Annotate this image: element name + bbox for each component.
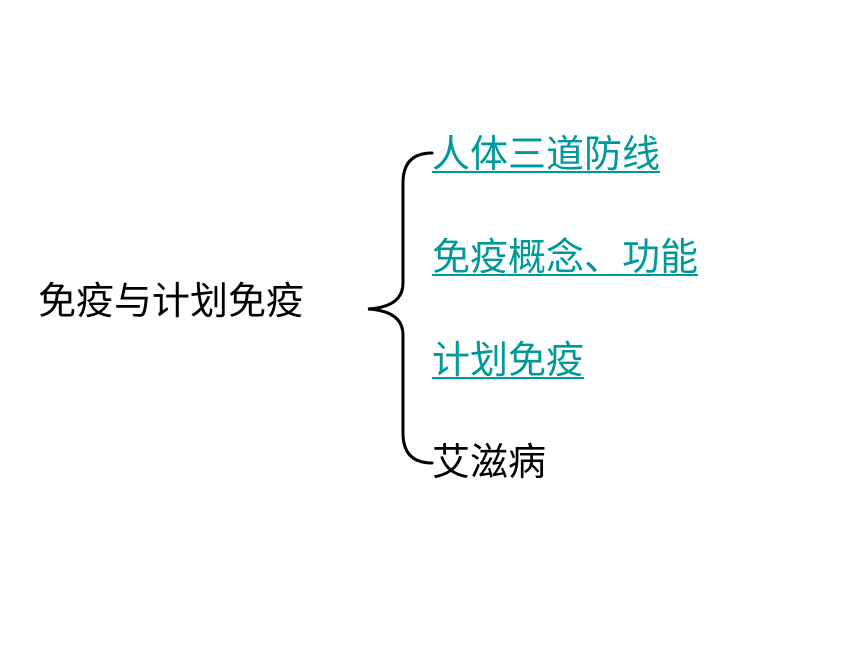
- root-topic: 免疫与计划免疫: [38, 279, 305, 323]
- branch-aids: 艾滋病: [432, 440, 547, 484]
- brace-path: [367, 151, 434, 465]
- branch-immunity-concept-function[interactable]: 免疫概念、功能: [432, 235, 699, 279]
- branch-planned-immunization[interactable]: 计划免疫: [432, 338, 585, 382]
- branch-three-defense-lines[interactable]: 人体三道防线: [432, 132, 661, 176]
